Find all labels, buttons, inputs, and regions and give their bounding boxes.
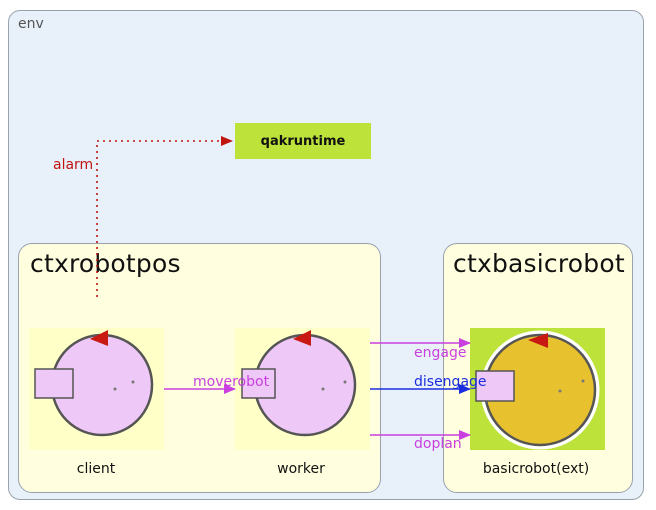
client-label: client — [76, 461, 116, 477]
env-label: env — [18, 16, 44, 32]
context-title-ctxbasicrobot: ctxbasicrobot — [453, 249, 625, 278]
basicrobot-actor-icon — [475, 330, 600, 450]
disengage-label: disengage — [414, 374, 487, 390]
qakruntime-box[interactable]: qakruntime — [235, 123, 371, 159]
context-title-ctxrobotpos: ctxrobotpos — [30, 249, 181, 278]
qakruntime-label: qakruntime — [260, 133, 346, 149]
basicrobot-label: basicrobot(ext) — [482, 461, 590, 477]
doplan-label: doplan — [414, 436, 462, 452]
engage-label: engage — [414, 345, 467, 361]
alarm-arrow — [96, 136, 233, 297]
client-actor-icon — [34, 330, 154, 437]
worker-actor-icon — [241, 330, 357, 437]
worker-label: worker — [277, 461, 325, 477]
alarm-label: alarm — [53, 157, 94, 173]
moverobot-label: moverobot — [193, 374, 270, 390]
